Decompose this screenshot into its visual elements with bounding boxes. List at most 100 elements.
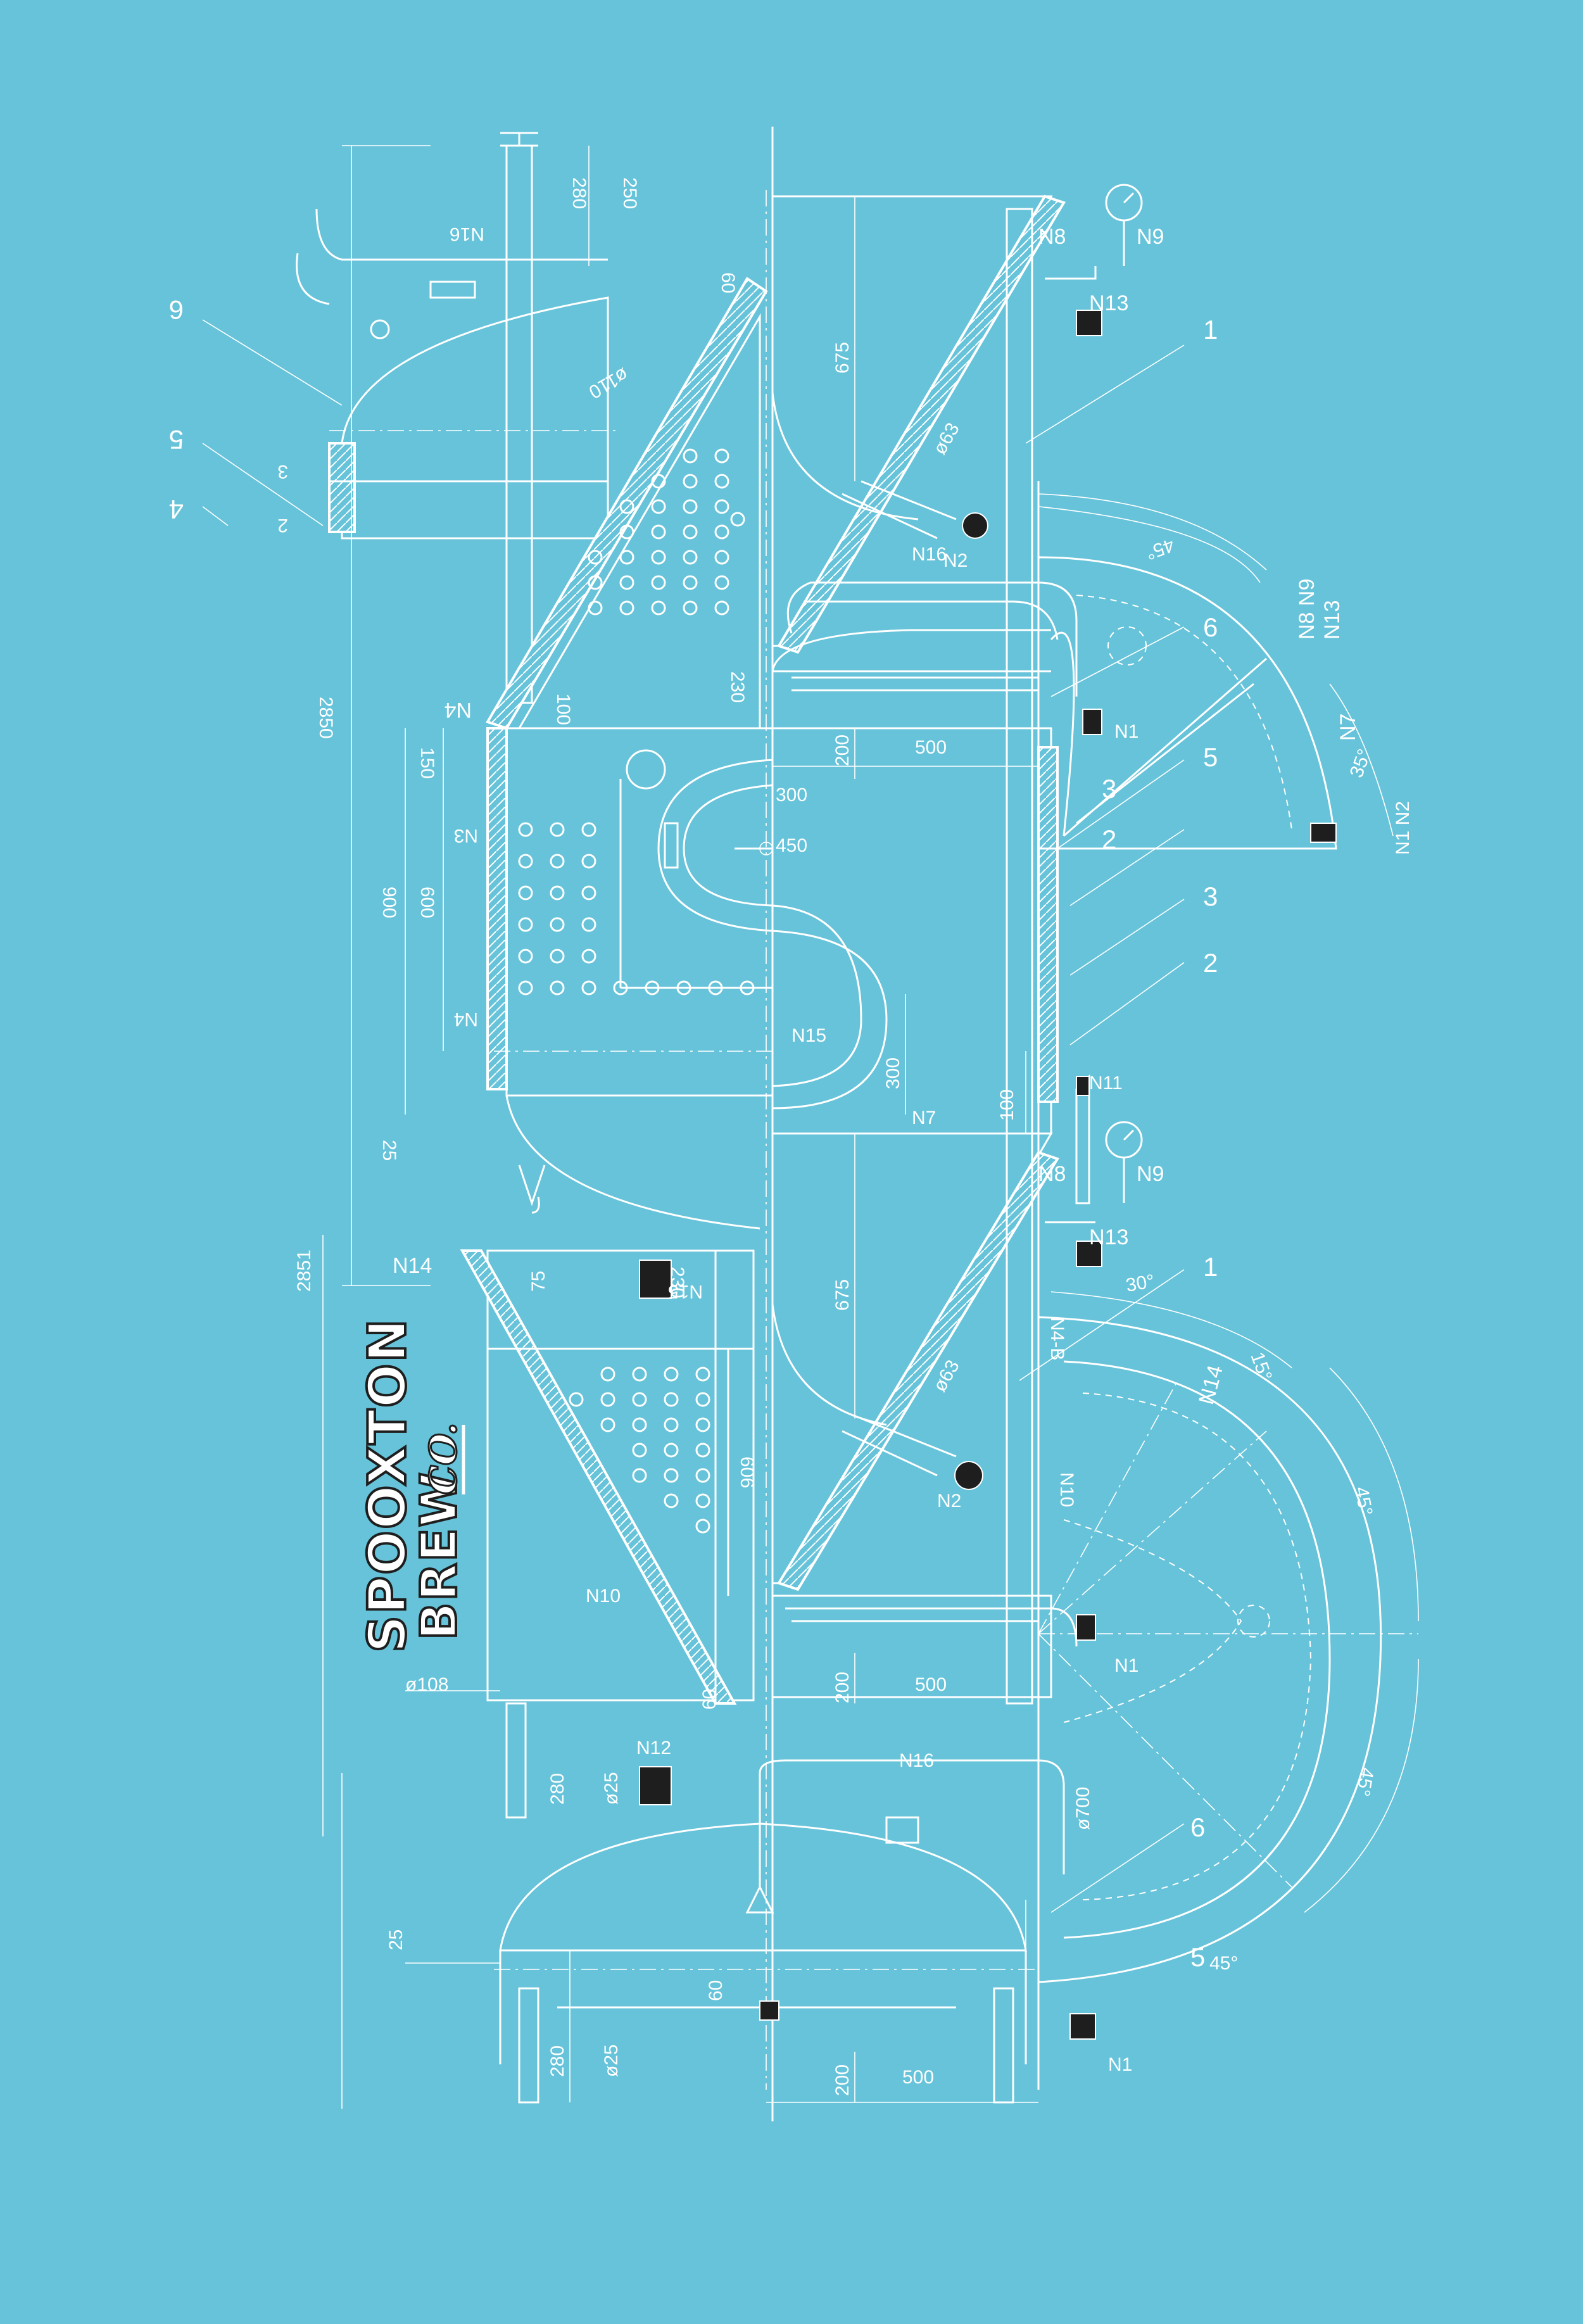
dim-280-lower: 280 (547, 1773, 568, 1805)
label-n3: N3 (454, 825, 478, 846)
label-n9-lower: N9 (1137, 1162, 1164, 1186)
label-n1-lower: N1 (1114, 1655, 1138, 1676)
fittings (639, 310, 1337, 2040)
spooxton-brew-logo: SPOOXTON BREW CO. (356, 1317, 469, 1654)
upper-left-vessel (296, 132, 621, 704)
angle-35: 35° (1346, 746, 1376, 780)
label-n12: N12 (636, 1738, 671, 1759)
angle-15: 15° (1246, 1349, 1276, 1384)
pressure-gauge-middle (1105, 1121, 1143, 1203)
label-n13: N13 (1089, 291, 1128, 315)
part-2-dome: 2 (1102, 824, 1116, 854)
angle-45-c: 45° (1209, 1953, 1238, 1974)
label-n8n9: N8 N9 (1295, 579, 1319, 640)
dim-900: 900 (379, 887, 400, 918)
right-dome-lower (1038, 1316, 1418, 1983)
right-dome-upper (1037, 506, 1337, 850)
label-n10: N10 (586, 1586, 621, 1607)
dim-700: ø700 (1073, 1787, 1094, 1830)
part-3: 3 (1203, 881, 1218, 911)
dim-606: 606 (736, 1456, 757, 1488)
column-pipes (766, 127, 1040, 2121)
perforated-plate-lower (569, 1367, 710, 1534)
dim-230-lower: 230 (667, 1266, 688, 1298)
part-2: 2 (1203, 948, 1218, 978)
label-n1-bottom: N1 (1108, 2054, 1132, 2075)
label-n15-mirror: N15 (668, 1281, 703, 1302)
logo-co: CO. (422, 1423, 465, 1494)
dim-100: 100 (997, 1089, 1018, 1121)
dim-675-lower: 675 (832, 1279, 853, 1311)
label-n7-dim: N7 (912, 1108, 936, 1128)
part-number-labels: 1 2 3 1 5 5 6 6 3 2 6 5 4 3 2 (169, 295, 1218, 1972)
dim-250-top: 250 (619, 177, 640, 209)
dim-230-upper: 230 (727, 671, 748, 703)
label-n2-lower: N2 (937, 1491, 961, 1512)
dim-60-top: 60 (717, 272, 738, 293)
label-n4-top: N4 (445, 698, 472, 722)
part-6-left: 6 (169, 295, 184, 325)
label-n14: N14 (393, 1254, 432, 1278)
label-n16-top: N16 (450, 224, 484, 244)
label-n1n2: N1 N2 (1392, 801, 1413, 855)
dim-150: 150 (417, 747, 438, 779)
dim-108: ø108 (405, 1674, 448, 1695)
perforated-plate-upper (588, 448, 745, 616)
dim-63-upper: ø63 (929, 419, 963, 458)
label-n15: N15 (792, 1025, 826, 1046)
dim-25: 25 (379, 1140, 400, 1161)
dim-100-mirror: 100 (553, 693, 574, 725)
center-s-shape (657, 194, 1066, 1698)
perforated-plate-middle (518, 822, 755, 995)
dim-200-upper: 200 (832, 735, 853, 766)
logo-brew: BREW (411, 1471, 468, 1640)
bottom-vessel (494, 1759, 1065, 2104)
leader-lines (202, 319, 1185, 1913)
dim-600: 600 (417, 887, 438, 918)
label-n4b: N4-B (1047, 1317, 1068, 1360)
dimension-lines (322, 145, 1419, 2109)
part-2-left: 2 (277, 515, 288, 536)
angle-45-upper: 45° (1143, 534, 1177, 564)
dim-500-middle: 500 (915, 1674, 947, 1695)
part-5-lower: 5 (1190, 1942, 1205, 1972)
dimension-labels: 280 250 675 675 200 500 200 500 200 500 … (294, 177, 1378, 2096)
label-n14-right: N14 (1194, 1363, 1228, 1407)
part-6-right: 6 (1203, 612, 1218, 642)
part-5-left: 5 (169, 425, 184, 455)
pressure-gauge-top (1105, 184, 1143, 266)
part-3-dome: 3 (1102, 774, 1116, 804)
dim-280-bottom: 280 (547, 2045, 568, 2077)
dim-300-s: 300 (776, 785, 807, 805)
label-n1-upper: N1 (1114, 721, 1138, 742)
dim-25-lower: ø25 (601, 1772, 622, 1805)
angle-45-b: 45° (1352, 1766, 1377, 1798)
dim-60-lower: 60 (699, 1689, 720, 1710)
label-n4: N4 (454, 1009, 478, 1030)
lower-left-vessel (460, 1249, 755, 1819)
label-n8-lower: N8 (1038, 1162, 1066, 1186)
callout-labels: N8 N9 N13 N8 N9 N13 N14 N15 N7 N11 N2 N2… (393, 224, 1413, 2075)
angle-45-a: 45° (1351, 1485, 1376, 1517)
logo-spooxton: SPOOXTON (358, 1318, 418, 1653)
angle-30: 30° (1124, 1271, 1156, 1296)
label-n8: N8 (1038, 225, 1066, 249)
dim-25-dome: 25 (386, 1929, 407, 1950)
dim-2851: 2851 (294, 1249, 315, 1292)
label-n2-upper: N2 (943, 550, 968, 571)
dim-675-upper: 675 (832, 342, 853, 374)
dim-500-upper: 500 (915, 737, 947, 758)
label-n11: N11 (1089, 1073, 1123, 1094)
label-n13-lower: N13 (1089, 1225, 1128, 1249)
dim-75: 75 (528, 1271, 549, 1292)
middle-left-vessel (486, 727, 779, 1230)
label-n16-lower: N16 (899, 1750, 934, 1771)
piping (785, 266, 1097, 1647)
label-n13-right: N13 (1320, 600, 1344, 640)
dim-200-middle: 200 (832, 1672, 853, 1703)
part-1-upper: 1 (1203, 315, 1218, 344)
dim-300: 300 (883, 1058, 904, 1089)
dim-450: 450 (776, 835, 807, 856)
part-6-lower: 6 (1190, 1812, 1205, 1842)
